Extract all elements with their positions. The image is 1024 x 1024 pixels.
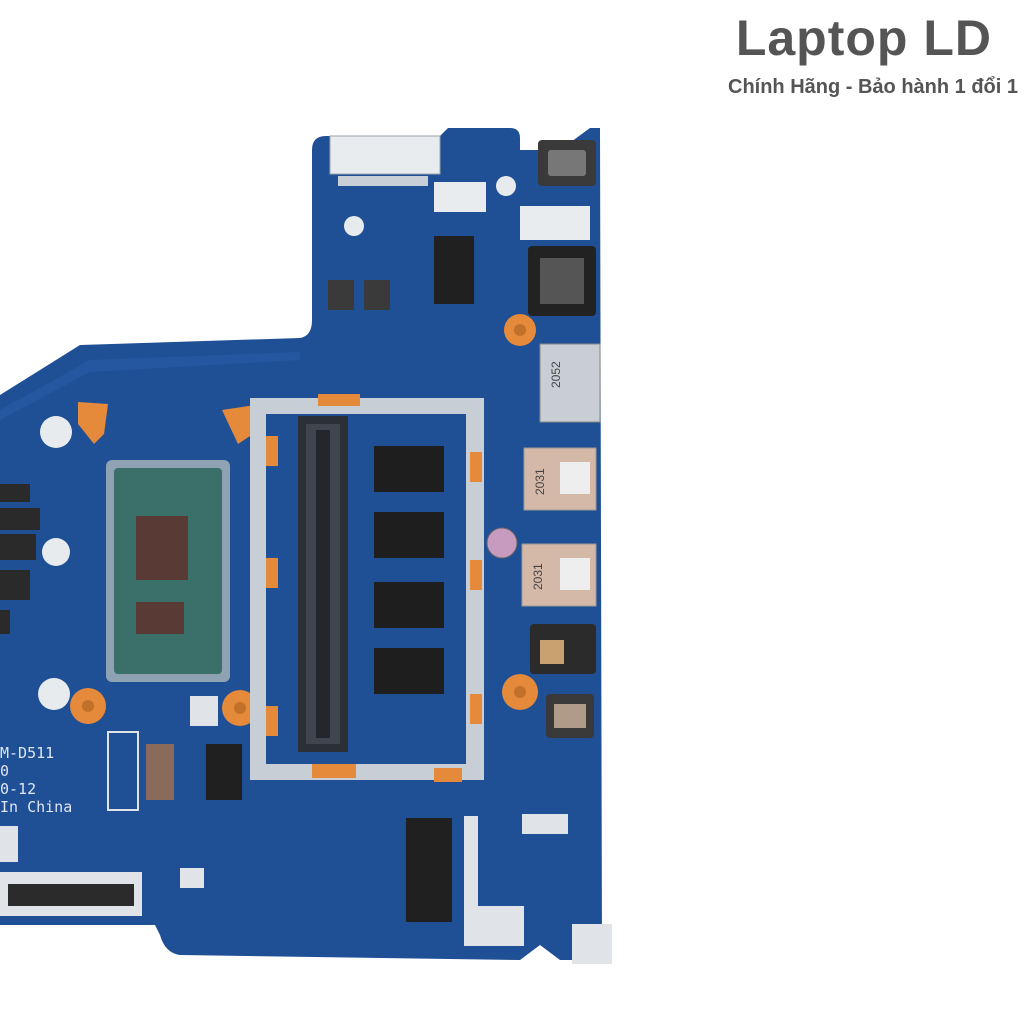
ethernet-port	[528, 246, 596, 316]
sodimm-slot	[298, 416, 348, 752]
brand-subtitle: Chính Hãng - Bảo hành 1 đổi 1	[728, 76, 1018, 98]
chip-label-2031-b: 2031	[531, 563, 545, 590]
brand-header: Laptop LD	[736, 8, 992, 68]
cpu	[106, 460, 230, 682]
audio-jack	[530, 624, 596, 674]
top-connector	[329, 135, 441, 175]
silk-date: 0-12	[0, 780, 36, 798]
usb-c-port	[546, 694, 594, 738]
ic-chips	[146, 236, 474, 922]
usb-port-1: 2052	[539, 343, 601, 423]
silk-model: M-D511	[0, 744, 54, 762]
chip-label-2052: 2052	[549, 361, 563, 388]
brand-title: Laptop LD	[735, 10, 992, 66]
silk-origin: In China	[0, 798, 72, 816]
audio-jack-top	[538, 140, 596, 186]
mounting-holes	[70, 314, 538, 726]
usb-port-2: 2031	[523, 447, 597, 511]
chip-label-2031-a: 2031	[533, 468, 547, 495]
silk-rev: 0	[0, 762, 9, 780]
usb-port-3: 2031	[521, 543, 597, 607]
memory-chips	[374, 446, 444, 694]
capacitor	[486, 527, 518, 559]
